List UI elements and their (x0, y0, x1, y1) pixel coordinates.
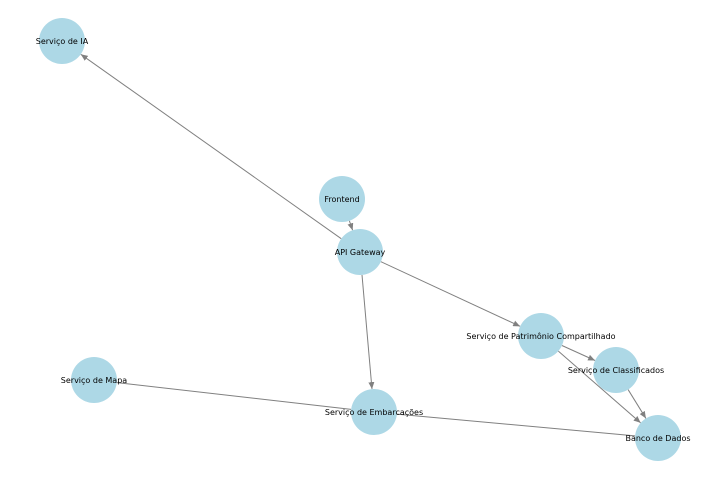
edge-patrimonio-banco (558, 350, 641, 424)
edge-patrimonio-classificados (561, 345, 596, 361)
edge-gateway-embarcacoes (361, 274, 375, 390)
node-embarcacoes (351, 389, 397, 435)
node-gateway (337, 229, 383, 275)
edge-embarcacoes-banco (396, 413, 636, 437)
edge-gateway-ia (80, 53, 342, 240)
node-label-classificados: Serviço de Classificados (568, 366, 664, 375)
node-classificados (593, 347, 639, 393)
edges-layer (80, 53, 647, 437)
edge-classificados-banco (627, 389, 647, 419)
node-label-embarcacoes: Serviço de Embarcações (325, 408, 423, 417)
node-label-frontend: Frontend (324, 195, 359, 204)
edge-frontend-gateway (347, 220, 354, 231)
node-label-gateway: API Gateway (335, 248, 386, 257)
node-label-patrimonio: Serviço de Patrimônio Compartilhado (466, 331, 615, 341)
node-label-mapa: Serviço de Mapa (61, 376, 128, 385)
node-label-ia: Serviço de IA (36, 37, 89, 46)
node-banco (635, 415, 681, 461)
node-ia (39, 18, 85, 64)
edge-gateway-patrimonio (380, 261, 521, 327)
node-patrimonio (518, 313, 564, 359)
edge-mapa-embarcacoes (116, 382, 352, 410)
nodes-layer (39, 18, 681, 461)
node-label-banco: Banco de Dados (625, 434, 690, 443)
node-frontend (319, 176, 365, 222)
node-mapa (71, 357, 117, 403)
